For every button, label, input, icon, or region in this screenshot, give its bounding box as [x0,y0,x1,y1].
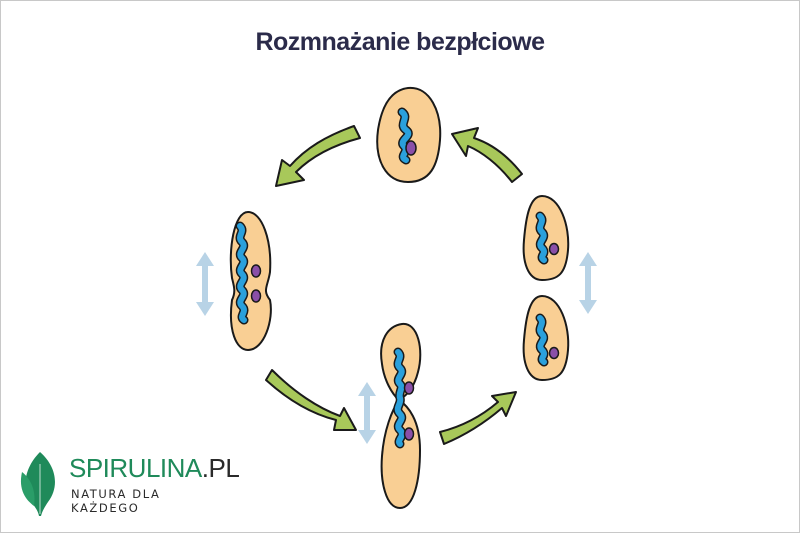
cycle-arrow-icon [265,369,357,431]
cycle-arrow-icon [451,127,523,183]
double-arrow-icon [358,382,376,444]
diagram-title: Rozmnażanie bezpłciowe [255,28,545,56]
cycle-arrow-icon [439,391,517,445]
double-arrow-icon [579,252,597,314]
nucleus [405,140,417,156]
daughter-cells [522,194,570,382]
spirulina-logo[interactable]: SPIRULINA.PL NATURA DLA KAŻDEGO [14,448,240,518]
double-arrow-icon [196,252,214,316]
leaf-icon [20,452,55,516]
single-cell [376,86,442,184]
cycle-arrow-icon [275,125,361,187]
brand-tagline: NATURA DLA KAŻDEGO [71,487,161,515]
brand-name: SPIRULINA.PL [69,453,240,483]
dividing-cell [380,322,422,510]
elongating-cell [229,210,272,352]
